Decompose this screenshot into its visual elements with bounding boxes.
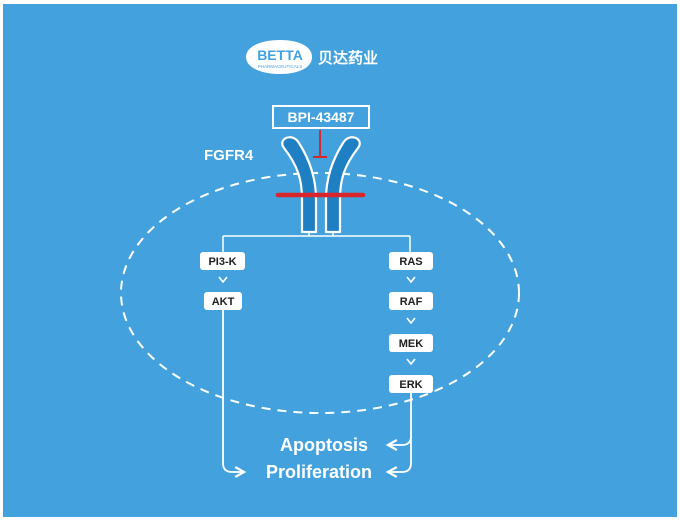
pi3k-label: PI3-K <box>208 256 236 268</box>
mek-node <box>389 334 433 352</box>
pi3k-node <box>200 252 245 270</box>
akt-to-proliferation-arrow <box>222 310 247 479</box>
betta-logo: BETTA PHARMACEUTICALS 贝达药业 <box>246 40 378 74</box>
logo-brand-cn: 贝达药业 <box>318 49 378 67</box>
output-arrows <box>222 310 412 479</box>
akt-label: AKT <box>212 296 235 308</box>
left-step-chevron <box>218 276 228 284</box>
logo-brand-en: BETTA <box>257 47 303 63</box>
ras-label: RAS <box>399 256 422 268</box>
erk-node <box>389 375 433 393</box>
diagram-panel <box>3 4 677 517</box>
akt-node <box>204 292 242 310</box>
erk-label: ERK <box>399 379 422 391</box>
left-pathway: PI3-K AKT <box>200 252 245 310</box>
right-pathway: RAS RAF MEK ERK <box>389 252 433 393</box>
mek-label: MEK <box>399 338 424 350</box>
ras-node <box>389 252 433 270</box>
logo-brand-sub: PHARMACEUTICALS <box>258 64 303 69</box>
erk-to-proliferation-arrow <box>385 436 412 479</box>
outcome-apoptosis: Apoptosis <box>280 435 368 455</box>
drug-label: BPI-43487 <box>288 109 355 125</box>
drug-label-box <box>272 105 370 129</box>
outcome-proliferation: Proliferation <box>266 462 372 482</box>
right-step-chevron-2 <box>406 317 416 325</box>
raf-label: RAF <box>400 296 423 308</box>
raf-node <box>389 292 433 310</box>
logo-badge <box>246 40 312 74</box>
right-step-chevron-1 <box>406 276 416 284</box>
fgfr4-receptor <box>281 136 361 234</box>
cell-membrane <box>120 172 520 414</box>
right-step-chevron-3 <box>406 358 416 366</box>
receptor-label: FGFR4 <box>204 147 254 164</box>
branch-connectors <box>222 232 411 252</box>
